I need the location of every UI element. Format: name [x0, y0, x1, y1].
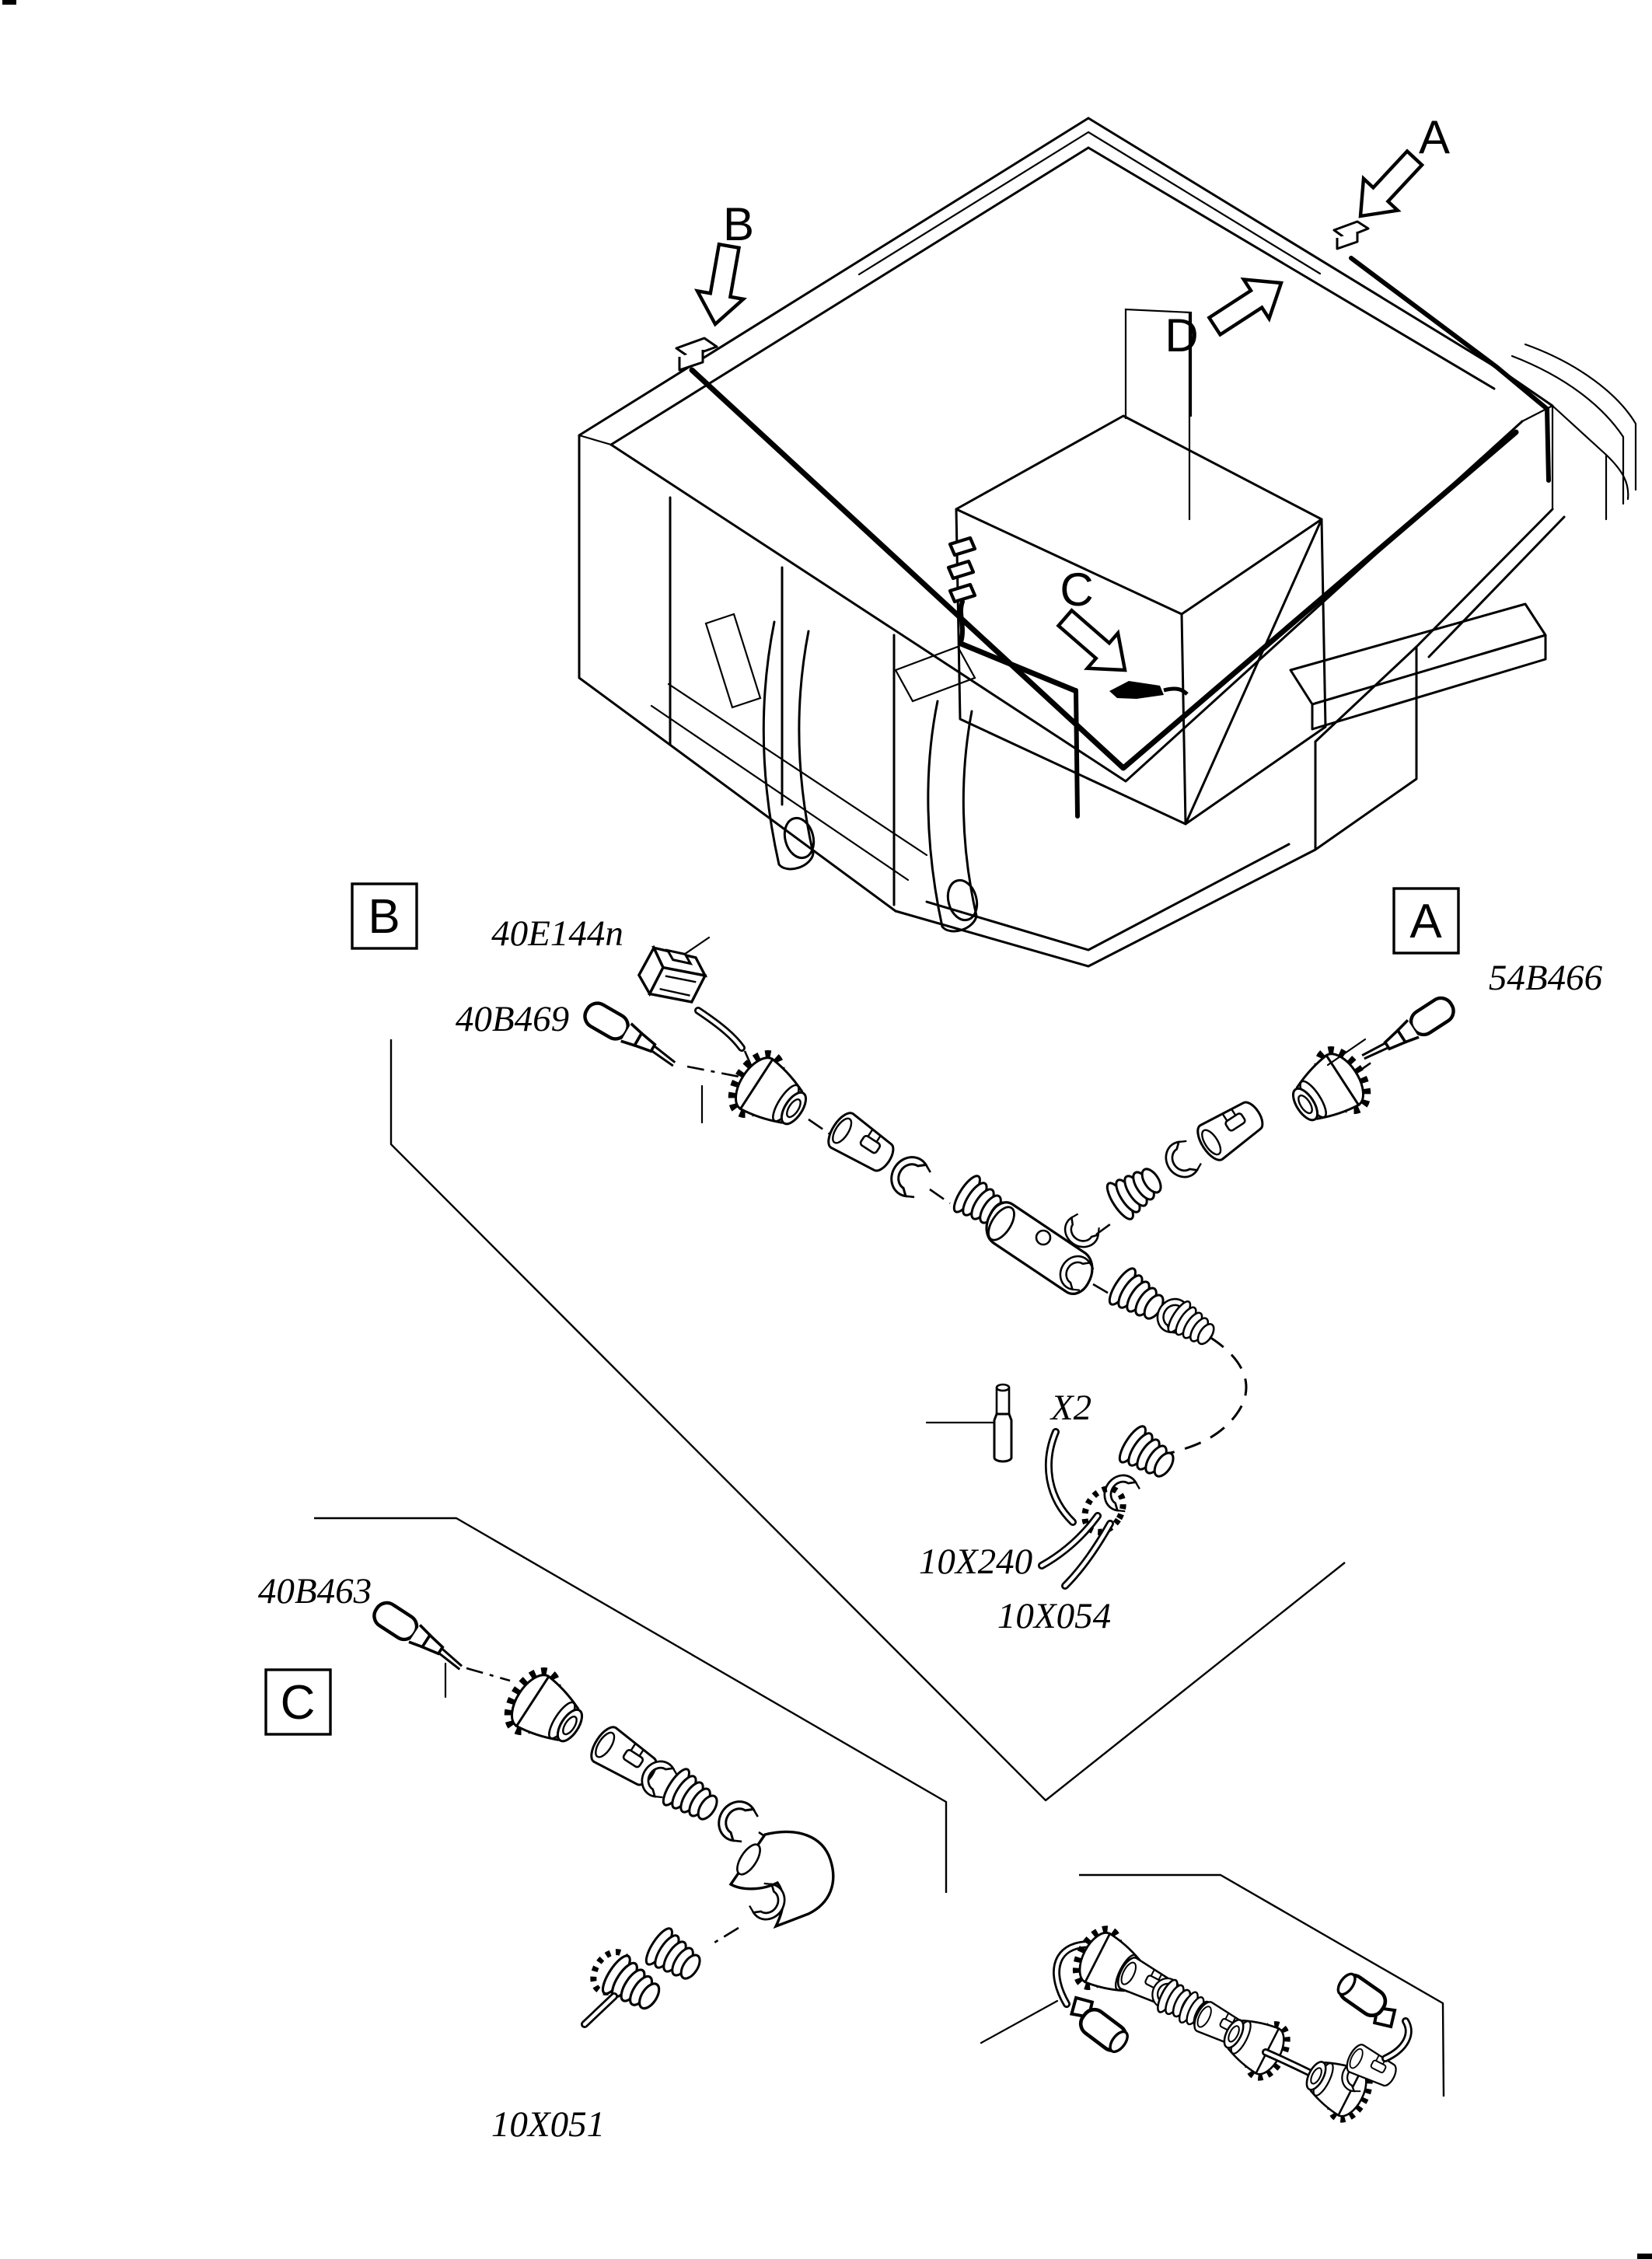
callout-b-label: B	[723, 198, 754, 250]
t-junction-body	[985, 1201, 1104, 1295]
console-harness	[946, 536, 1080, 819]
connector-clip-b	[675, 337, 718, 372]
console-box	[955, 308, 1327, 826]
divider-section-d	[1079, 1873, 1445, 2097]
divider-section-b	[389, 1039, 1346, 1802]
harness-d-assembled	[980, 1922, 1413, 2126]
callout-c: C	[1050, 564, 1140, 688]
section-box-c-label: C	[281, 1676, 316, 1730]
callout-d: D	[1165, 264, 1294, 361]
loader-arms	[650, 613, 979, 933]
bullet-terminal-40b469	[581, 999, 682, 1072]
harness-c-exploded: 40B463 10X051	[258, 1571, 835, 2145]
cable-end-connector	[1332, 1970, 1404, 2032]
part-label-10x054: 10X054	[997, 1596, 1111, 1636]
section-box-a-label: A	[1409, 895, 1442, 948]
sensor-connector-c	[1109, 681, 1189, 699]
harness-b-a-exploded: 40E144n 40B469 54B466 X2 10X240 10X054	[456, 913, 1603, 1636]
crimp-ferrule-pin	[993, 1383, 1013, 1463]
cable-end-connector	[1063, 1993, 1133, 2056]
plug-connector-40e144n	[631, 935, 714, 1016]
spring-boot	[1102, 1157, 1170, 1224]
page-corner-mark-top-left	[2, 0, 16, 5]
bullet-terminal-40b463	[370, 1598, 470, 1675]
callout-d-label: D	[1165, 309, 1198, 361]
coupling-nut	[498, 1663, 595, 1758]
splice-assembly-x2	[1038, 1421, 1182, 1590]
part-label-x2: X2	[1050, 1388, 1091, 1428]
roof-cable	[689, 367, 1519, 771]
bullet-terminal-54b466	[1358, 993, 1458, 1070]
part-label-54b466: 54B466	[1489, 958, 1603, 998]
section-box-c: C	[264, 1668, 332, 1736]
part-label-40b463: 40B463	[258, 1571, 372, 1611]
part-label-10x051: 10X051	[491, 2104, 605, 2145]
page-corner-mark-bottom-right	[1637, 2254, 1652, 2259]
callout-a-label: A	[1419, 111, 1450, 163]
part-label-10x240: 10X240	[919, 1541, 1032, 1582]
connector-sleeve	[585, 1721, 665, 1794]
half-shell-clamp	[710, 1793, 763, 1848]
divider-section-c	[314, 1517, 948, 1893]
spring-boot	[658, 1764, 726, 1831]
section-box-a: A	[1392, 887, 1460, 955]
part-label-40e144n: 40E144n	[491, 913, 623, 954]
connector-sleeve	[822, 1107, 902, 1180]
coupling-nut	[722, 1046, 819, 1141]
callout-a: A	[1343, 111, 1450, 232]
callout-b: B	[692, 198, 754, 328]
machine-illustration	[578, 117, 1637, 968]
section-box-b-label: B	[368, 890, 400, 944]
connector-sleeve	[1191, 1093, 1271, 1166]
part-label-40b469: 40B469	[456, 999, 569, 1039]
connector-clip-a	[1332, 220, 1370, 250]
callout-arrow-b-icon	[692, 242, 752, 328]
elbow-boot	[728, 1830, 835, 1929]
callout-arrow-d-icon	[1202, 264, 1294, 346]
section-box-b: B	[351, 882, 418, 950]
spring-boot	[1163, 1297, 1222, 1353]
half-shell-clamp	[1158, 1136, 1205, 1185]
callout-c-label: C	[1060, 564, 1093, 616]
